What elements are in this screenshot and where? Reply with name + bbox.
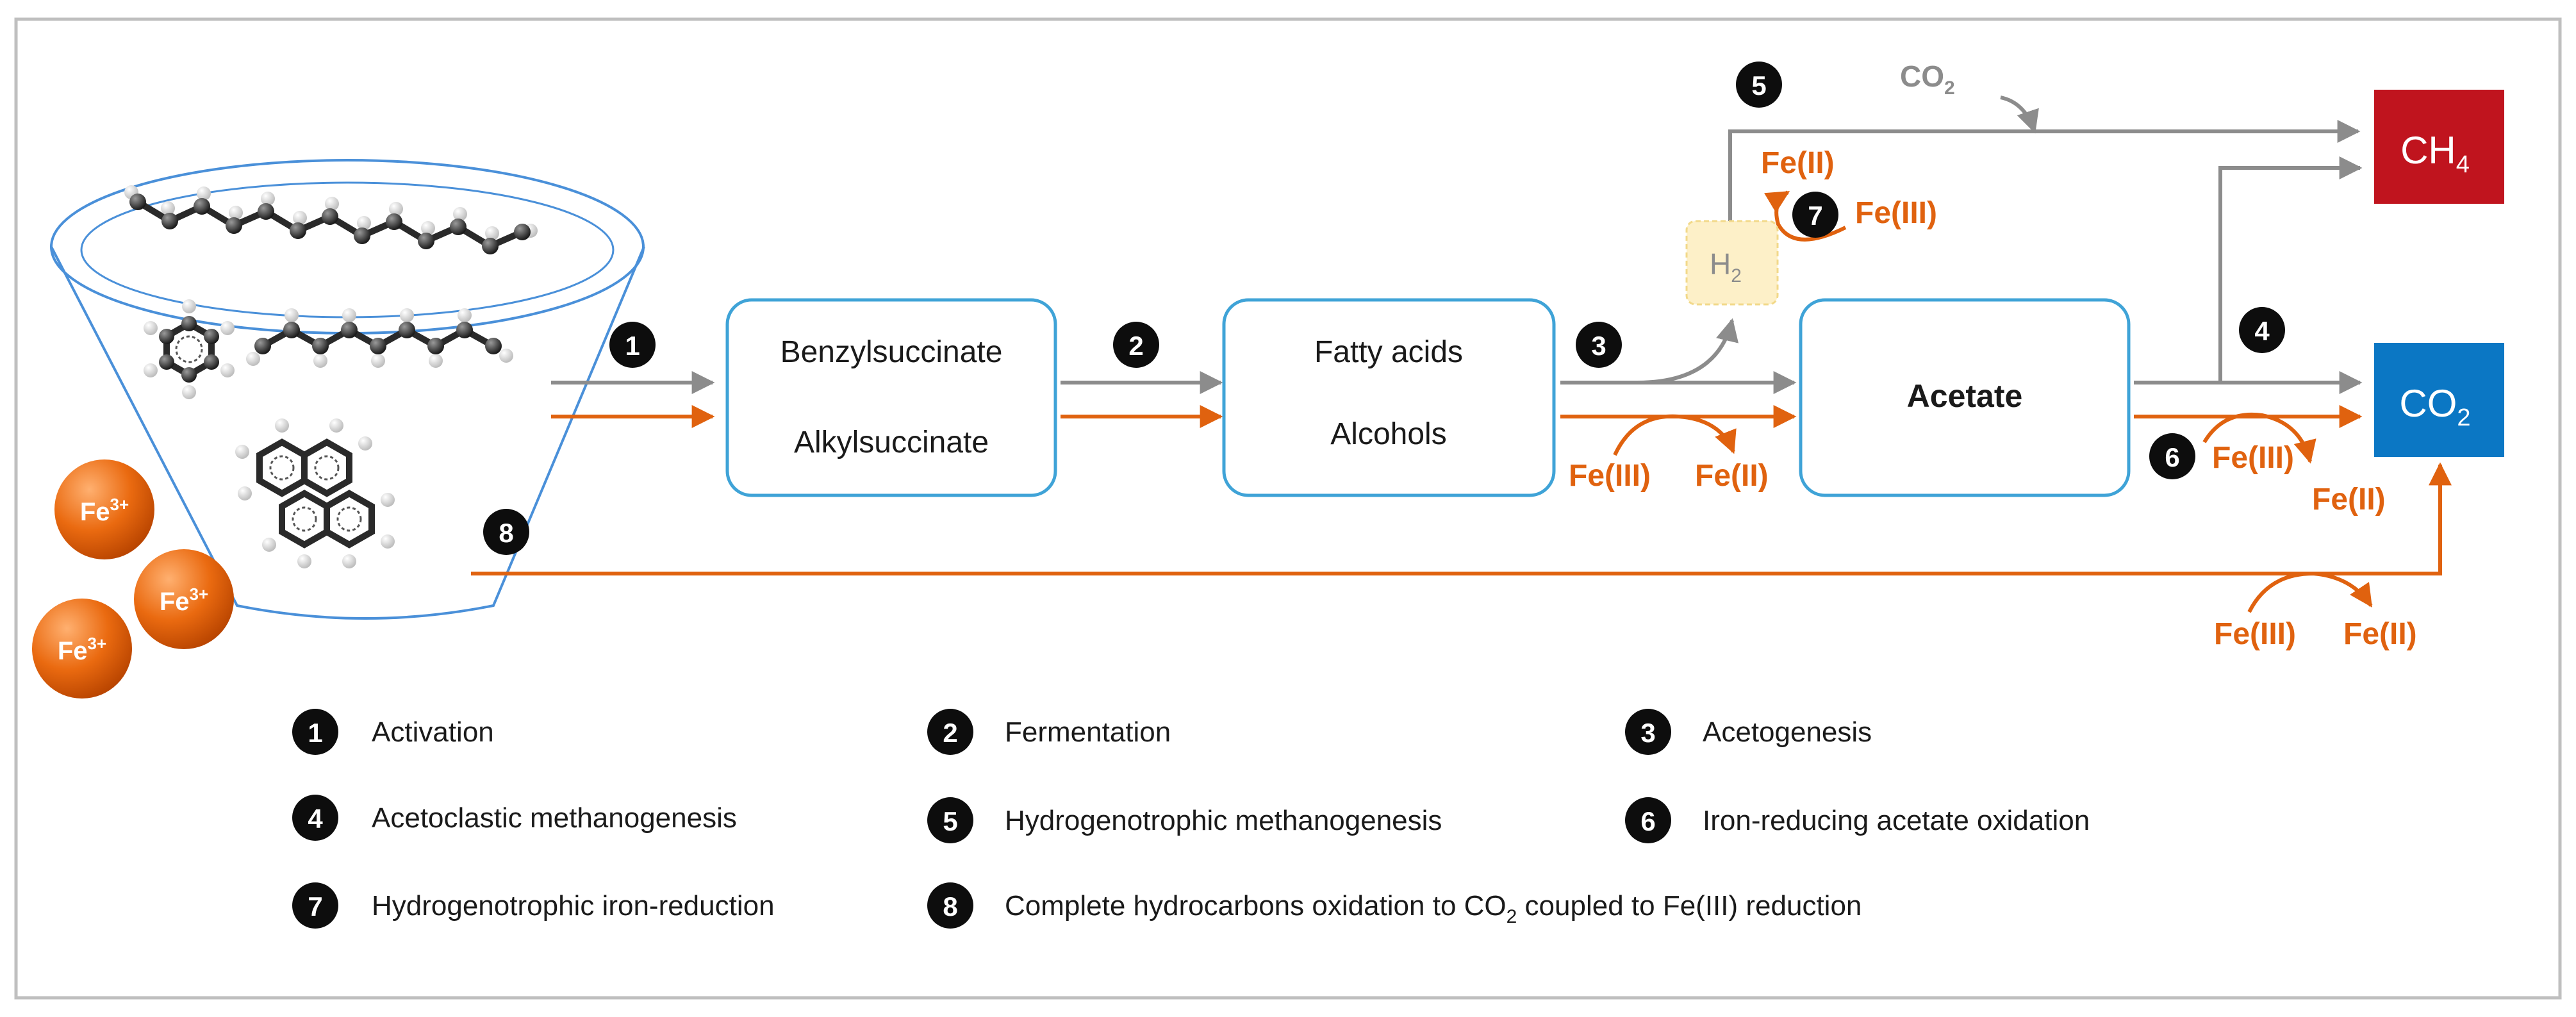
svg-text:8: 8 [499, 518, 513, 548]
alkane-molecule-long [124, 185, 538, 254]
legend: 1 Activation 2 Fermentation 3 Acetogenes… [292, 709, 2090, 929]
co2-input-label: CO2 [1900, 60, 1955, 99]
fe3-label-step8: Fe(III) [2214, 617, 2296, 651]
svg-text:Hydrogenotrophic methanogenesi: Hydrogenotrophic methanogenesis [1005, 805, 1442, 836]
svg-text:Acetogenesis: Acetogenesis [1703, 716, 1872, 748]
h2-box: H2 [1685, 220, 1779, 306]
alkane-molecule-medium [246, 308, 513, 368]
svg-text:3: 3 [1640, 718, 1655, 748]
svg-text:8: 8 [943, 891, 957, 922]
step-badge-2: 2 [1113, 322, 1159, 368]
svg-text:H2: H2 [1710, 247, 1742, 286]
acetate-box: Acetate [1799, 298, 2131, 497]
step-badge-1: 1 [609, 322, 656, 368]
step-badge-7: 7 [1792, 192, 1838, 238]
step-badge-4: 4 [2239, 307, 2285, 353]
svg-text:1: 1 [625, 331, 640, 361]
fe2-label-step6: Fe(II) [2312, 483, 2386, 517]
svg-text:3: 3 [1591, 331, 1606, 361]
svg-text:Fe3+: Fe3+ [80, 495, 129, 526]
arrow-to-h2 [1637, 318, 1739, 384]
svg-text:1: 1 [308, 718, 322, 748]
legend-item-1: 1 Activation [292, 709, 494, 755]
figure-frame [14, 17, 2562, 1000]
svg-text:2: 2 [943, 718, 957, 748]
gray-arrows [551, 95, 2363, 394]
step-badge-8: 8 [483, 509, 529, 555]
fe-curl-step3 [1613, 414, 1737, 456]
fatty-acids-box: Fatty acids Alcohols [1222, 298, 1556, 497]
legend-item-3: 3 Acetogenesis [1625, 709, 1872, 755]
svg-text:7: 7 [1808, 201, 1822, 231]
svg-text:Complete hydrocarbons oxidatio: Complete hydrocarbons oxidation to CO2 c… [1005, 890, 1862, 927]
svg-text:Activation: Activation [372, 716, 494, 748]
legend-item-4: 4 Acetoclastic methanogenesis [292, 795, 737, 841]
svg-text:CO2: CO2 [2399, 382, 2470, 431]
fe3-ion: Fe3+ [32, 599, 132, 699]
arrow-step8-orange [471, 462, 2452, 575]
fe2-label-step8: Fe(II) [2343, 617, 2417, 651]
svg-text:Acetoclastic methanogenesis: Acetoclastic methanogenesis [372, 802, 737, 834]
fe3-label-step3: Fe(III) [1569, 459, 1651, 493]
svg-text:5: 5 [943, 806, 957, 836]
svg-text:Fermentation: Fermentation [1005, 716, 1171, 748]
iron-labels: Fe(III) Fe(II) Fe(II) Fe(III) Fe(III) Fe… [1569, 146, 2417, 651]
svg-text:Fe3+: Fe3+ [58, 634, 106, 665]
svg-text:Alcohols: Alcohols [1330, 417, 1446, 451]
fe-curl-step6 [2202, 413, 2316, 464]
svg-text:Fe3+: Fe3+ [160, 584, 208, 616]
legend-item-5: 5 Hydrogenotrophic methanogenesis [927, 797, 1442, 843]
step-badge-3: 3 [1576, 322, 1622, 368]
arrow-acetate-to-ch4 [2218, 156, 2363, 383]
svg-text:Benzylsuccinate: Benzylsuccinate [780, 335, 1003, 369]
fe3-ion: Fe3+ [134, 549, 234, 649]
orange-arrows [471, 190, 2452, 613]
svg-text:Fatty acids: Fatty acids [1314, 335, 1463, 369]
svg-text:Acetate: Acetate [1907, 378, 2023, 414]
ch4-product: CH4 [2374, 90, 2504, 204]
svg-text:CH4: CH4 [2400, 129, 2470, 178]
step-badge-6: 6 [2149, 433, 2195, 479]
svg-text:2: 2 [1128, 331, 1143, 361]
svg-text:4: 4 [308, 804, 323, 834]
pyrene-molecule [235, 418, 395, 568]
arrow-h2-to-ch4 [1728, 120, 2361, 221]
fe2-label-step3: Fe(II) [1695, 459, 1769, 493]
legend-item-8: 8 Complete hydrocarbons oxidation to CO2… [927, 882, 1862, 929]
svg-text:4: 4 [2254, 316, 2270, 346]
svg-text:Hydrogenotrophic iron-reductio: Hydrogenotrophic iron-reduction [372, 890, 775, 922]
step-badge-5: 5 [1736, 62, 1782, 108]
svg-text:6: 6 [1640, 806, 1655, 836]
fe-curl-step7 [1763, 190, 1847, 242]
svg-text:Alkylsuccinate: Alkylsuccinate [794, 426, 989, 459]
svg-text:6: 6 [2165, 442, 2179, 472]
arrow-co2-input [2000, 95, 2039, 134]
legend-item-7: 7 Hydrogenotrophic iron-reduction [292, 882, 775, 929]
fe2-label-step7: Fe(II) [1761, 146, 1835, 180]
fe3-label-step6: Fe(III) [2212, 441, 2294, 475]
benzene-molecule [144, 299, 235, 399]
benzylsuccinate-box: Benzylsuccinate Alkylsuccinate [725, 298, 1057, 497]
svg-text:Iron-reducing acetate oxidatio: Iron-reducing acetate oxidation [1703, 805, 2090, 836]
svg-text:7: 7 [308, 891, 322, 922]
fe3-label-step7: Fe(III) [1855, 196, 1937, 230]
legend-item-2: 2 Fermentation [927, 709, 1171, 755]
fe3-ion: Fe3+ [54, 459, 154, 559]
fe-curl-step8 [2247, 571, 2373, 613]
co2-product: CO2 [2374, 343, 2504, 457]
svg-text:5: 5 [1751, 70, 1766, 101]
legend-item-6: 6 Iron-reducing acetate oxidation [1625, 797, 2090, 843]
